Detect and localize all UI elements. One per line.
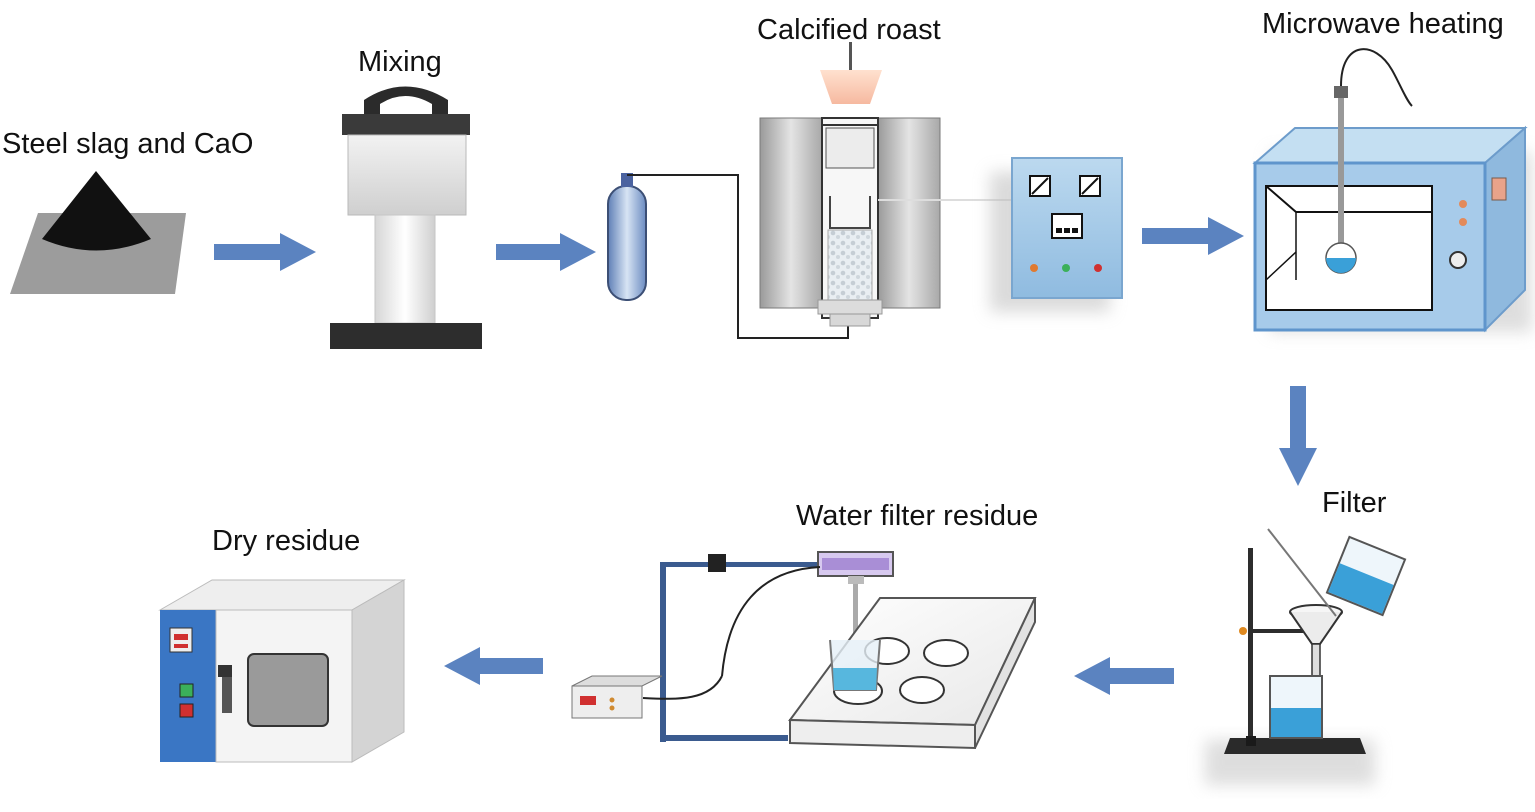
arrow-1 (214, 233, 316, 271)
filter-apparatus (1205, 528, 1407, 785)
steel-slag-pile (10, 171, 186, 294)
label-filter: Filter (1322, 487, 1387, 519)
temperature-controller (990, 157, 1123, 312)
arrow-4 (1279, 386, 1317, 486)
arrow-5 (1074, 657, 1174, 695)
arrow-2 (496, 233, 596, 271)
mixer-machine (330, 86, 482, 349)
tube-furnace (759, 42, 1012, 327)
gas-cylinder (607, 173, 849, 339)
flow-arrows (214, 217, 1317, 695)
arrow-3 (1142, 217, 1244, 255)
stirring-station (571, 551, 1037, 750)
arrow-6 (444, 647, 543, 685)
label-dry-residue: Dry residue (212, 525, 361, 557)
drying-oven (158, 579, 406, 763)
label-mixing: Mixing (358, 46, 442, 78)
label-steel-slag: Steel slag and CaO (2, 128, 254, 160)
label-water-filter-residue: Water filter residue (796, 500, 1039, 532)
microwave-oven (1252, 48, 1532, 333)
label-microwave-heating: Microwave heating (1262, 8, 1504, 40)
label-calcified-roast: Calcified roast (757, 14, 941, 46)
